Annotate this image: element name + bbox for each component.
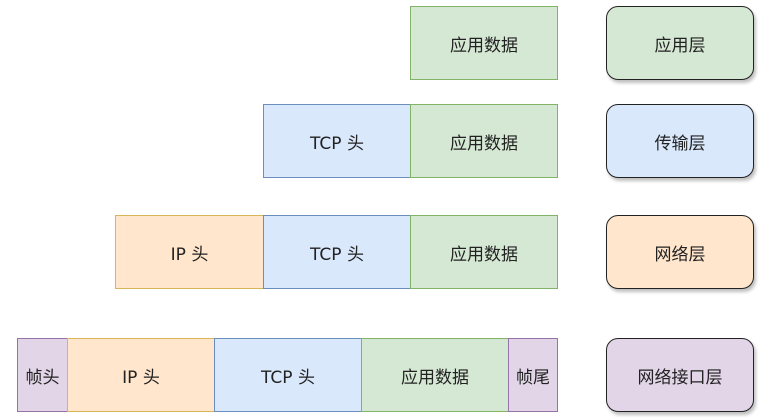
link-row-tcp-header: TCP 头 [214, 338, 362, 412]
link-row-frame-header: 帧头 [17, 338, 68, 412]
layer-transport: 传输层 [606, 104, 754, 178]
layer-application: 应用层 [606, 6, 754, 80]
link-row-ip-header: IP 头 [67, 338, 215, 412]
app-row-data-segment: 应用数据 [410, 6, 558, 80]
network-row-data-segment: 应用数据 [410, 215, 558, 289]
link-row-data-segment: 应用数据 [361, 338, 509, 412]
network-row-tcp-header: TCP 头 [263, 215, 411, 289]
transport-row-data-segment: 应用数据 [410, 104, 558, 178]
link-row-frame-trailer: 帧尾 [508, 338, 558, 412]
network-row-ip-header: IP 头 [115, 215, 264, 289]
transport-row-tcp-header: TCP 头 [263, 104, 411, 178]
layer-network-interface: 网络接口层 [606, 338, 754, 412]
layer-network: 网络层 [606, 215, 754, 289]
